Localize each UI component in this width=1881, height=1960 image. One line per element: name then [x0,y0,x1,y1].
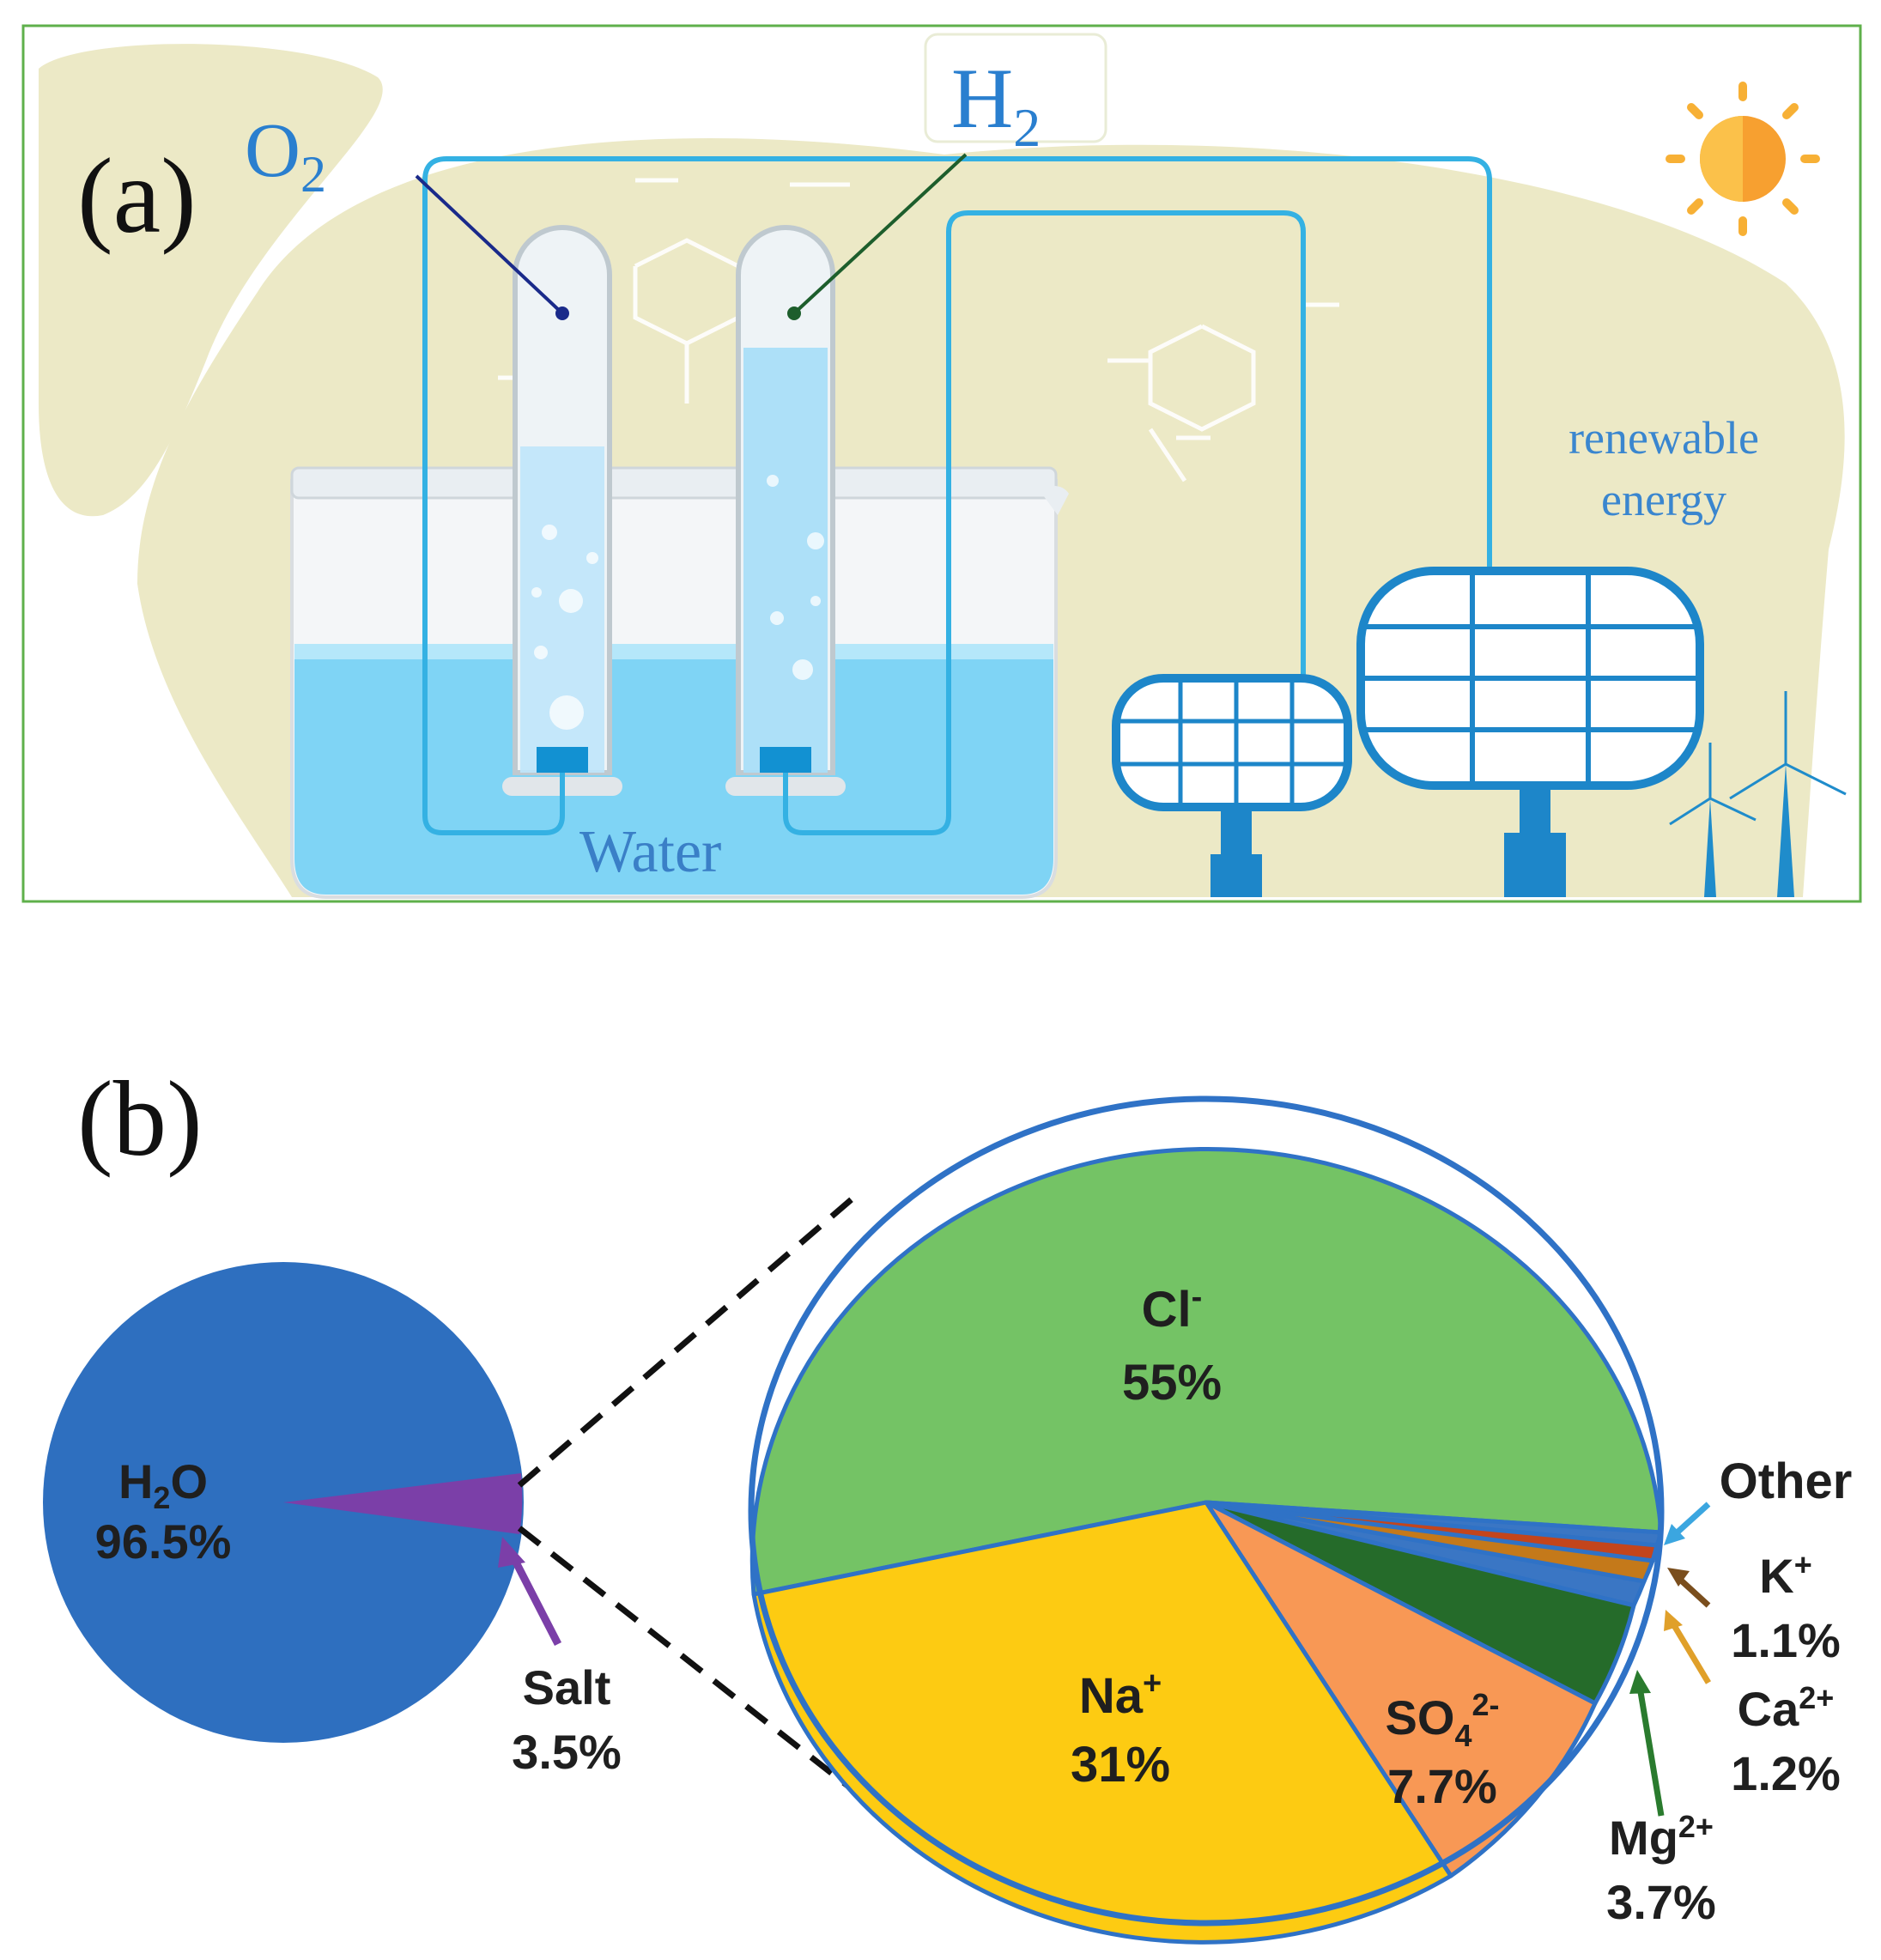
panel-b: (b) H2O 96.5% [43,1060,1853,1945]
cl-label: Cl- [1142,1279,1203,1338]
h2-label: H2 [951,51,1041,158]
zoom-line-bottom [517,1526,861,1797]
big-pie [748,1095,1665,1945]
cl-value: 55% [1122,1355,1222,1411]
ca-value: 1.2% [1731,1746,1841,1800]
zoom-line-top [517,1191,861,1488]
slice-cl [749,1146,1664,1597]
wind-turbine-icon [1669,691,1847,897]
mg-label: Mg2+ [1609,1809,1714,1865]
big-pie-rim [748,1095,1665,1927]
h2o-label: H2O [118,1454,208,1515]
slice-salt [283,1473,523,1534]
solar-panel-large [1356,567,1704,897]
k-value: 1.1% [1731,1613,1841,1667]
salt-value: 3.5% [512,1725,622,1779]
salt-label: Salt [523,1660,611,1714]
h2-pointer [792,153,968,315]
h2o-value: 96.5% [95,1514,232,1569]
na-value: 31% [1071,1737,1170,1793]
salt-arrow [507,1550,562,1647]
mg-value: 3.7% [1606,1875,1716,1929]
so4-label: SO42- [1386,1687,1500,1753]
circuit-wires [422,156,1492,835]
ca-label: Ca2+ [1738,1680,1835,1736]
h2-dot [787,306,801,320]
h2-label-box [924,33,1107,143]
solar-panel-small [1112,674,1352,897]
small-pie [43,1262,524,1743]
o2-dot [555,306,569,320]
panel-a: (a) O2 H2 Water renewable energy [21,24,1862,903]
electrode-cathode [760,747,811,773]
slice-na [751,1500,1453,1945]
sun-icon [1666,82,1820,236]
o2-pointer [415,174,564,315]
panel-a-label: (a) [77,137,197,256]
energy-label: energy [1601,474,1726,525]
callout-arrows [1629,1502,1712,1817]
panel-b-label: (b) [77,1060,203,1179]
electrode-anode [537,747,588,773]
o2-label: O2 [245,108,326,203]
na-label: Na+ [1079,1666,1162,1724]
renewable-label: renewable [1569,412,1759,464]
so4-value: 7.7% [1387,1759,1497,1813]
water-label: Water [579,819,721,885]
k-label: K+ [1759,1547,1811,1603]
other-label: Other [1720,1453,1853,1509]
test-tube-o2 [502,225,622,796]
test-tube-h2 [725,225,846,796]
